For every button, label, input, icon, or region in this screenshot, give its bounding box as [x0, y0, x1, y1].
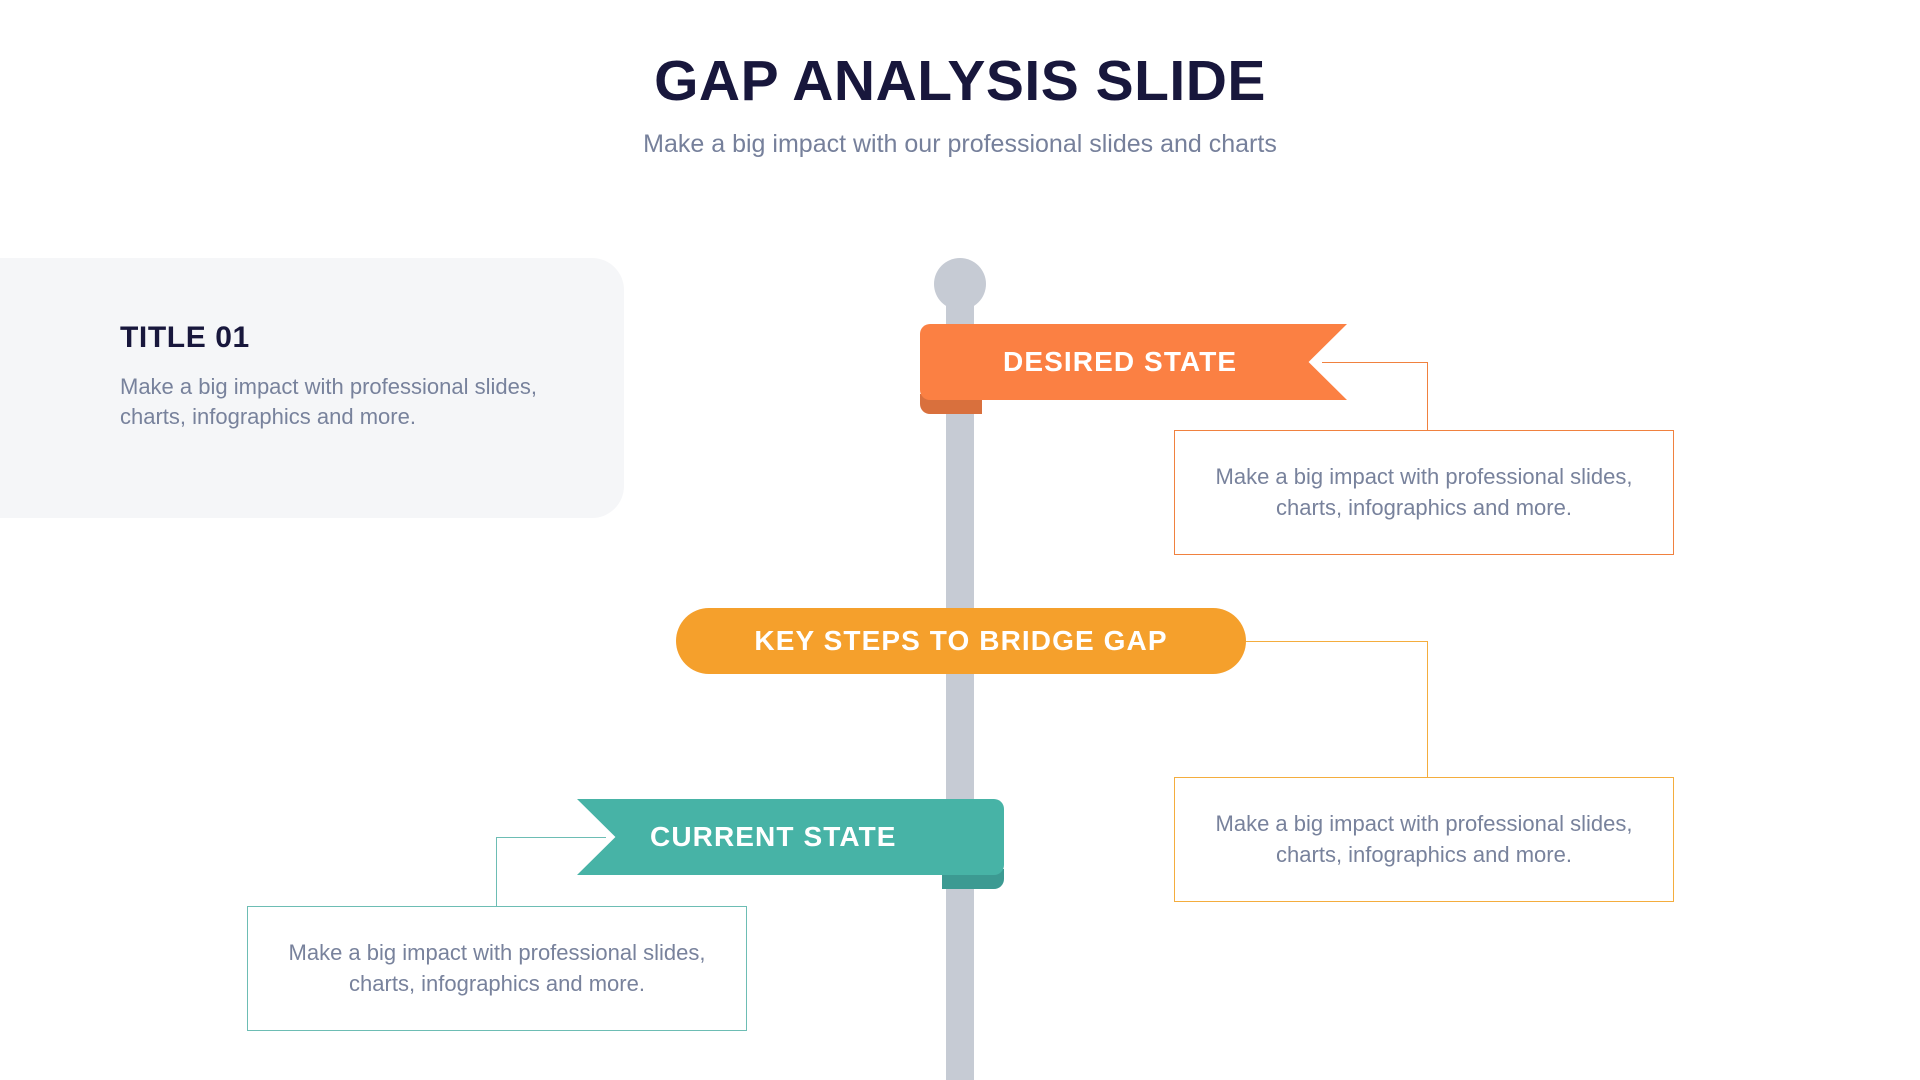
current-state-banner-label: CURRENT STATE	[650, 821, 897, 852]
slide-header: GAP ANALYSIS SLIDE Make a big impact wit…	[0, 49, 1920, 160]
desired-state-description-box: Make a big impact with professional slid…	[1174, 430, 1674, 555]
connector-current-horizontal	[496, 837, 606, 838]
connector-keysteps-vertical	[1427, 641, 1428, 779]
key-steps-description-text: Make a big impact with professional slid…	[1215, 811, 1633, 867]
info-card-body: Make a big impact with professional slid…	[120, 374, 537, 429]
connector-desired-horizontal	[1322, 362, 1428, 363]
connector-current-vertical	[496, 837, 497, 908]
current-state-banner-shape	[577, 799, 1004, 875]
current-state-banner[interactable]: CURRENT STATE	[577, 799, 1004, 875]
info-card-title: TITLE 01	[120, 321, 250, 354]
current-state-description-box: Make a big impact with professional slid…	[247, 906, 747, 1031]
key-steps-description-box: Make a big impact with professional slid…	[1174, 777, 1674, 902]
desired-state-banner-label: DESIRED STATE	[1003, 346, 1238, 377]
info-card: TITLE 01 Make a big impact with professi…	[0, 258, 624, 518]
desired-state-description-text: Make a big impact with professional slid…	[1215, 464, 1633, 520]
page-subtitle: Make a big impact with our professional …	[643, 129, 1277, 158]
connector-keysteps-horizontal	[1246, 641, 1428, 642]
desired-state-banner[interactable]: DESIRED STATE	[920, 324, 1347, 400]
current-state-description-text: Make a big impact with professional slid…	[288, 940, 706, 996]
key-steps-banner-label: KEY STEPS TO BRIDGE GAP	[754, 625, 1168, 656]
desired-state-banner-shape	[920, 324, 1347, 400]
key-steps-banner[interactable]: KEY STEPS TO BRIDGE GAP	[676, 608, 1246, 674]
connector-desired-vertical	[1427, 362, 1428, 432]
flagpole-ball-icon	[934, 258, 986, 310]
page-title: GAP ANALYSIS SLIDE	[654, 49, 1266, 113]
